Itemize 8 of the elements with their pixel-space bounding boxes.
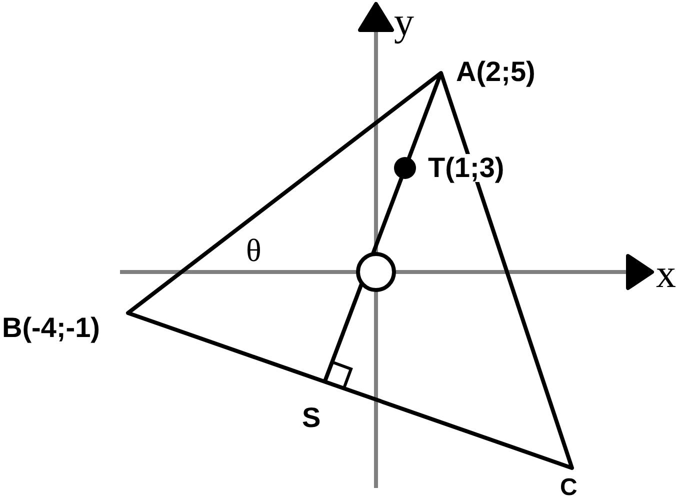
point-label: T(1;3) [428,154,504,182]
point-label: C [560,476,578,500]
point-label: A(2;5) [456,58,536,86]
axis-label: y [394,2,414,42]
point-label: B(-4;-1) [2,314,100,342]
point-label: S [302,404,321,432]
angle-label: θ [246,234,262,266]
axis-label: x [656,254,676,294]
